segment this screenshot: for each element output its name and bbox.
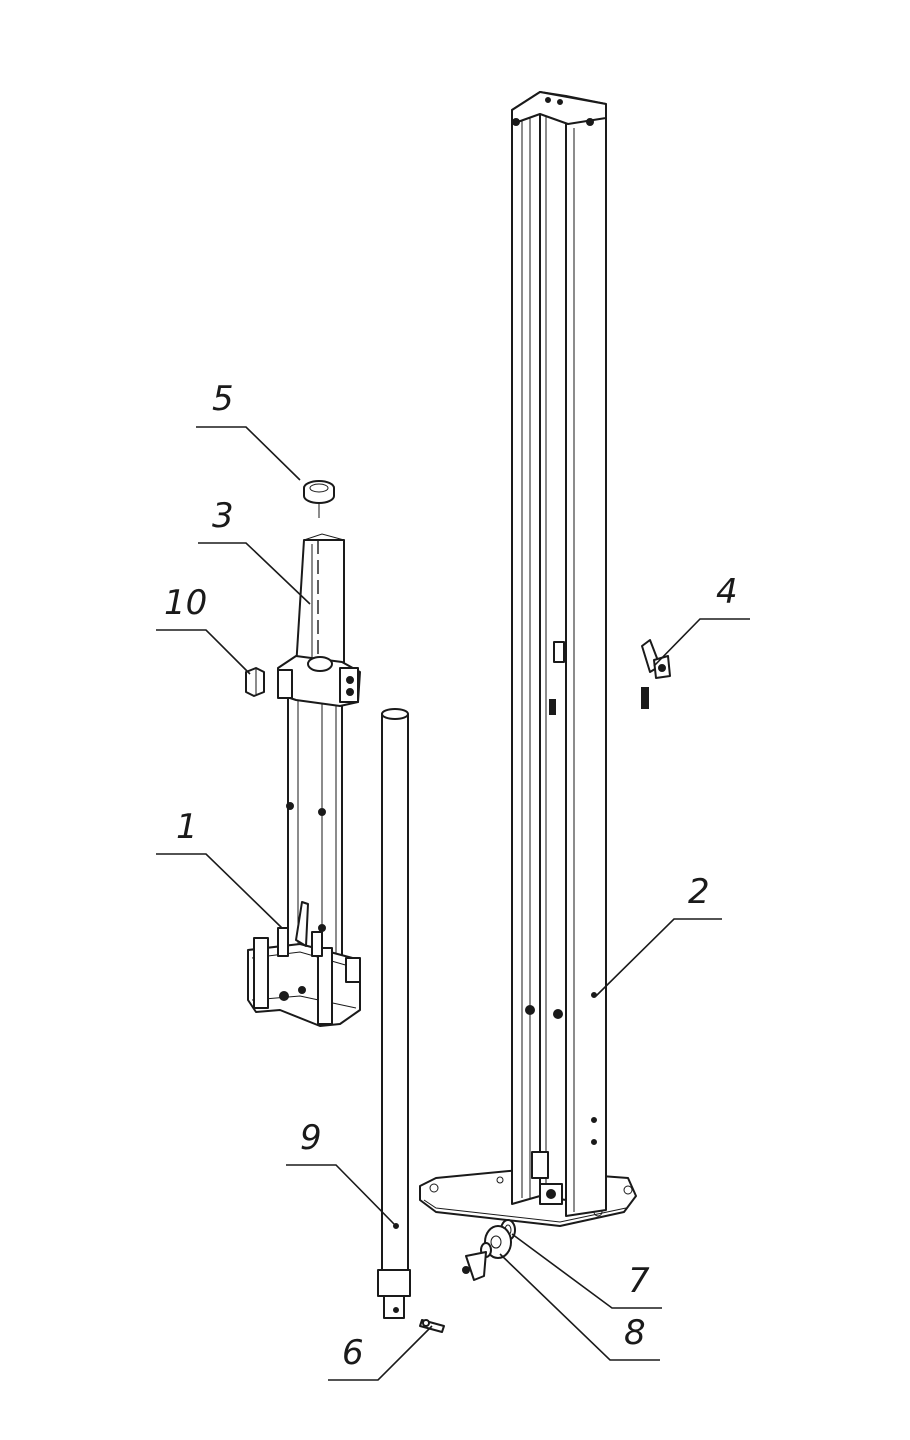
part-5-ring [303, 480, 335, 518]
callout-2: 2 [688, 872, 710, 912]
callout-4: 4 [716, 572, 738, 612]
leader-lines [156, 426, 750, 1381]
part-10-block [245, 667, 265, 697]
part-8-roller [462, 1225, 512, 1281]
part-2-main-column [419, 91, 637, 1227]
callout-1: 1 [176, 807, 198, 847]
callout-3: 3 [212, 496, 234, 536]
part-4-latch [641, 639, 671, 709]
part-1-carriage [247, 671, 361, 1027]
callout-10: 10 [164, 583, 207, 623]
callout-labels: 5 3 10 1 4 2 9 6 7 8 [164, 379, 738, 1373]
callout-9: 9 [300, 1118, 322, 1158]
callout-8: 8 [624, 1313, 646, 1353]
callout-5: 5 [212, 379, 234, 419]
part-9-rod [377, 708, 411, 1319]
callout-7: 7 [628, 1261, 650, 1301]
callout-6: 6 [342, 1333, 364, 1373]
part-3-upper-sleeve [277, 533, 361, 707]
